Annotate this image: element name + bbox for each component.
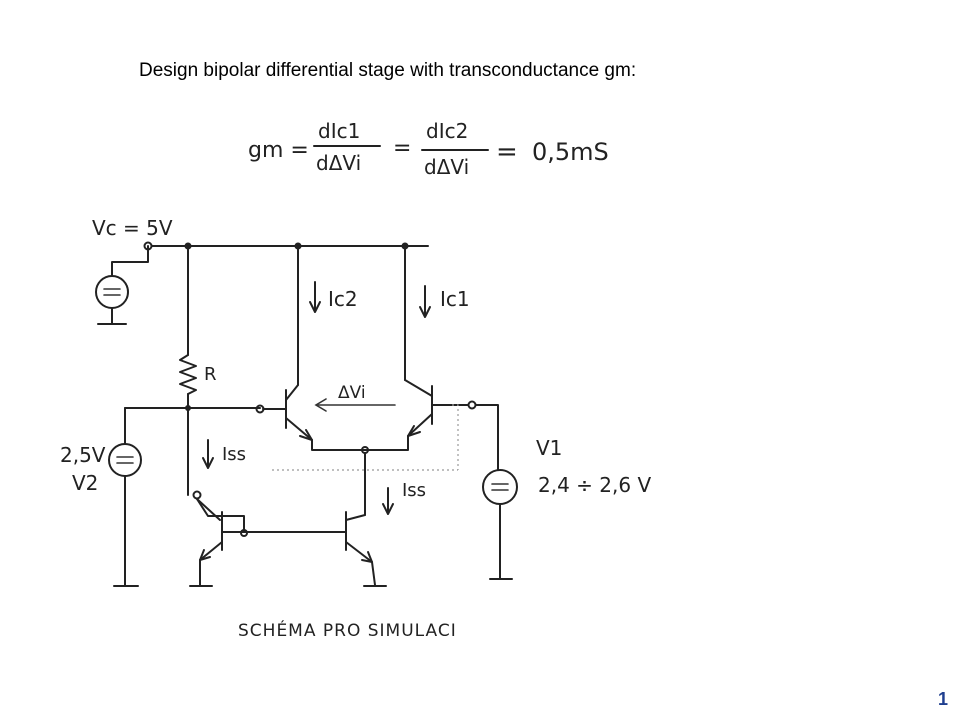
v1-range-label: 2,4 ÷ 2,6 V — [538, 473, 651, 497]
equation-lhs: gm = — [248, 138, 309, 163]
resistor-label: R — [204, 364, 217, 385]
v2-voltage-source: 2,5V V2 — [60, 407, 142, 587]
transistor-q2 — [285, 384, 313, 441]
equation-equals: = — [496, 137, 518, 167]
equation-frac2-numerator: dIc2 — [426, 119, 468, 143]
iss-right-label: Iss — [402, 480, 426, 501]
vc-voltage-source — [95, 245, 149, 325]
equation-frac1-numerator: dIc1 — [318, 119, 360, 143]
v1-voltage-source: V1 2,4 ÷ 2,6 V — [482, 436, 651, 580]
equation-value: 0,5mS — [532, 138, 609, 166]
v2-name-label: V2 — [72, 471, 98, 495]
bias-resistor: R — [179, 245, 217, 496]
vc-label: Vc = 5V — [92, 216, 173, 240]
collector-currents: Ic2 Ic1 — [309, 281, 470, 318]
equation-operator: = — [393, 136, 411, 161]
base-wiring — [124, 400, 499, 471]
transconductance-equation: gm = dIc1 dΔVi = dIc2 dΔVi = 0,5mS — [248, 119, 609, 179]
ic2-label: Ic2 — [328, 287, 358, 311]
page-number: 1 — [937, 689, 948, 709]
slide-title: Design bipolar differential stage with t… — [139, 60, 637, 81]
schematic-caption: SCHÉMA PRO SIMULACI — [238, 619, 457, 641]
ic1-label: Ic1 — [440, 287, 470, 311]
delta-vi-indicator: ΔVi — [314, 383, 396, 412]
equation-frac1-denominator: dΔVi — [316, 151, 361, 175]
supply-rail: Vc = 5V — [92, 216, 429, 251]
v1-name-label: V1 — [536, 436, 562, 460]
current-mirror — [189, 490, 387, 587]
dvi-label: ΔVi — [338, 383, 366, 403]
equation-frac2-denominator: dΔVi — [424, 155, 469, 179]
tail-currents: Iss Iss — [202, 439, 426, 515]
v2-value-label: 2,5V — [60, 443, 106, 467]
iss-left-label: Iss — [222, 444, 246, 465]
transistor-q1 — [404, 379, 433, 437]
